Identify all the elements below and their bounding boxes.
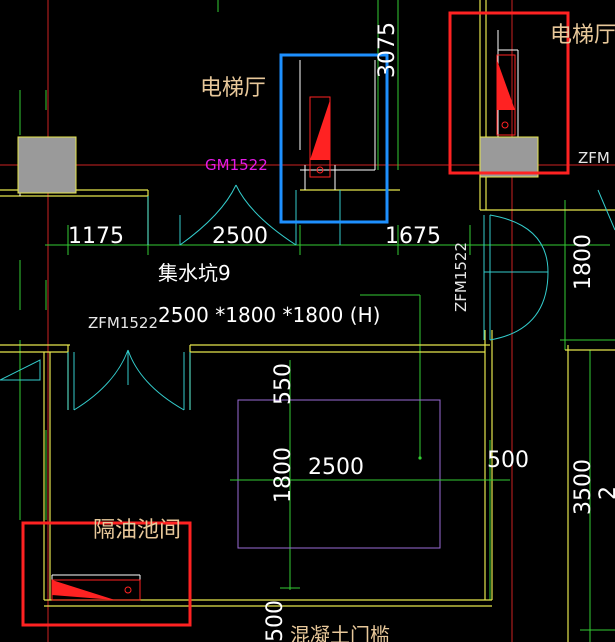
room-label-grease-room: 隔油池间 [93, 518, 181, 543]
door-label-zfm1522-vertical: ZFM1522 [452, 242, 470, 312]
red-highlight-box-bottom-left [21, 521, 192, 627]
sump-pit-outline [237, 399, 441, 549]
room-label-elevator-hall-right: 电梯厅 [550, 23, 615, 48]
pit-leader-dot [418, 456, 422, 460]
equipment-symbol-right [496, 54, 516, 136]
dim-1175: 1175 [68, 224, 124, 249]
equipment-symbol-bottom-left [51, 579, 141, 601]
dim-3075: 3075 [375, 22, 400, 78]
dim-550: 550 [271, 363, 296, 405]
structural-column-right [479, 136, 539, 178]
dim-2500-top: 2500 [212, 224, 268, 249]
dim-500-bottom: 500 [263, 600, 288, 642]
room-label-bottom-partial: 混凝土门槛 [290, 623, 390, 642]
dim-1800-right: 1800 [571, 234, 596, 290]
dim-1800-vertical: 1800 [271, 447, 296, 503]
sump-title-label: 集水坑9 [158, 261, 231, 285]
door-outlines [0, 184, 615, 411]
door-label-gm1522: GM1522 [205, 156, 268, 174]
dim-500-right: 500 [487, 448, 529, 473]
door-label-zfm-right-edge: ZFM [578, 149, 610, 167]
sump-size-label: 2500 *1800 *1800 (H) [158, 303, 380, 327]
door-label-zfm1522-left: ZFM1522 [88, 314, 158, 332]
blue-highlight-box [279, 53, 389, 224]
dim-2500-pit: 2500 [308, 455, 364, 480]
red-highlight-box-top-right [448, 11, 570, 175]
room-label-elevator-hall-left: 电梯厅 [200, 76, 266, 101]
dim-1675: 1675 [385, 224, 441, 249]
structural-column-left [17, 136, 77, 194]
dim-3500: 3500 [571, 459, 596, 515]
equipment-symbol-center [309, 96, 331, 178]
dim-2-partial: 2 [596, 486, 615, 500]
